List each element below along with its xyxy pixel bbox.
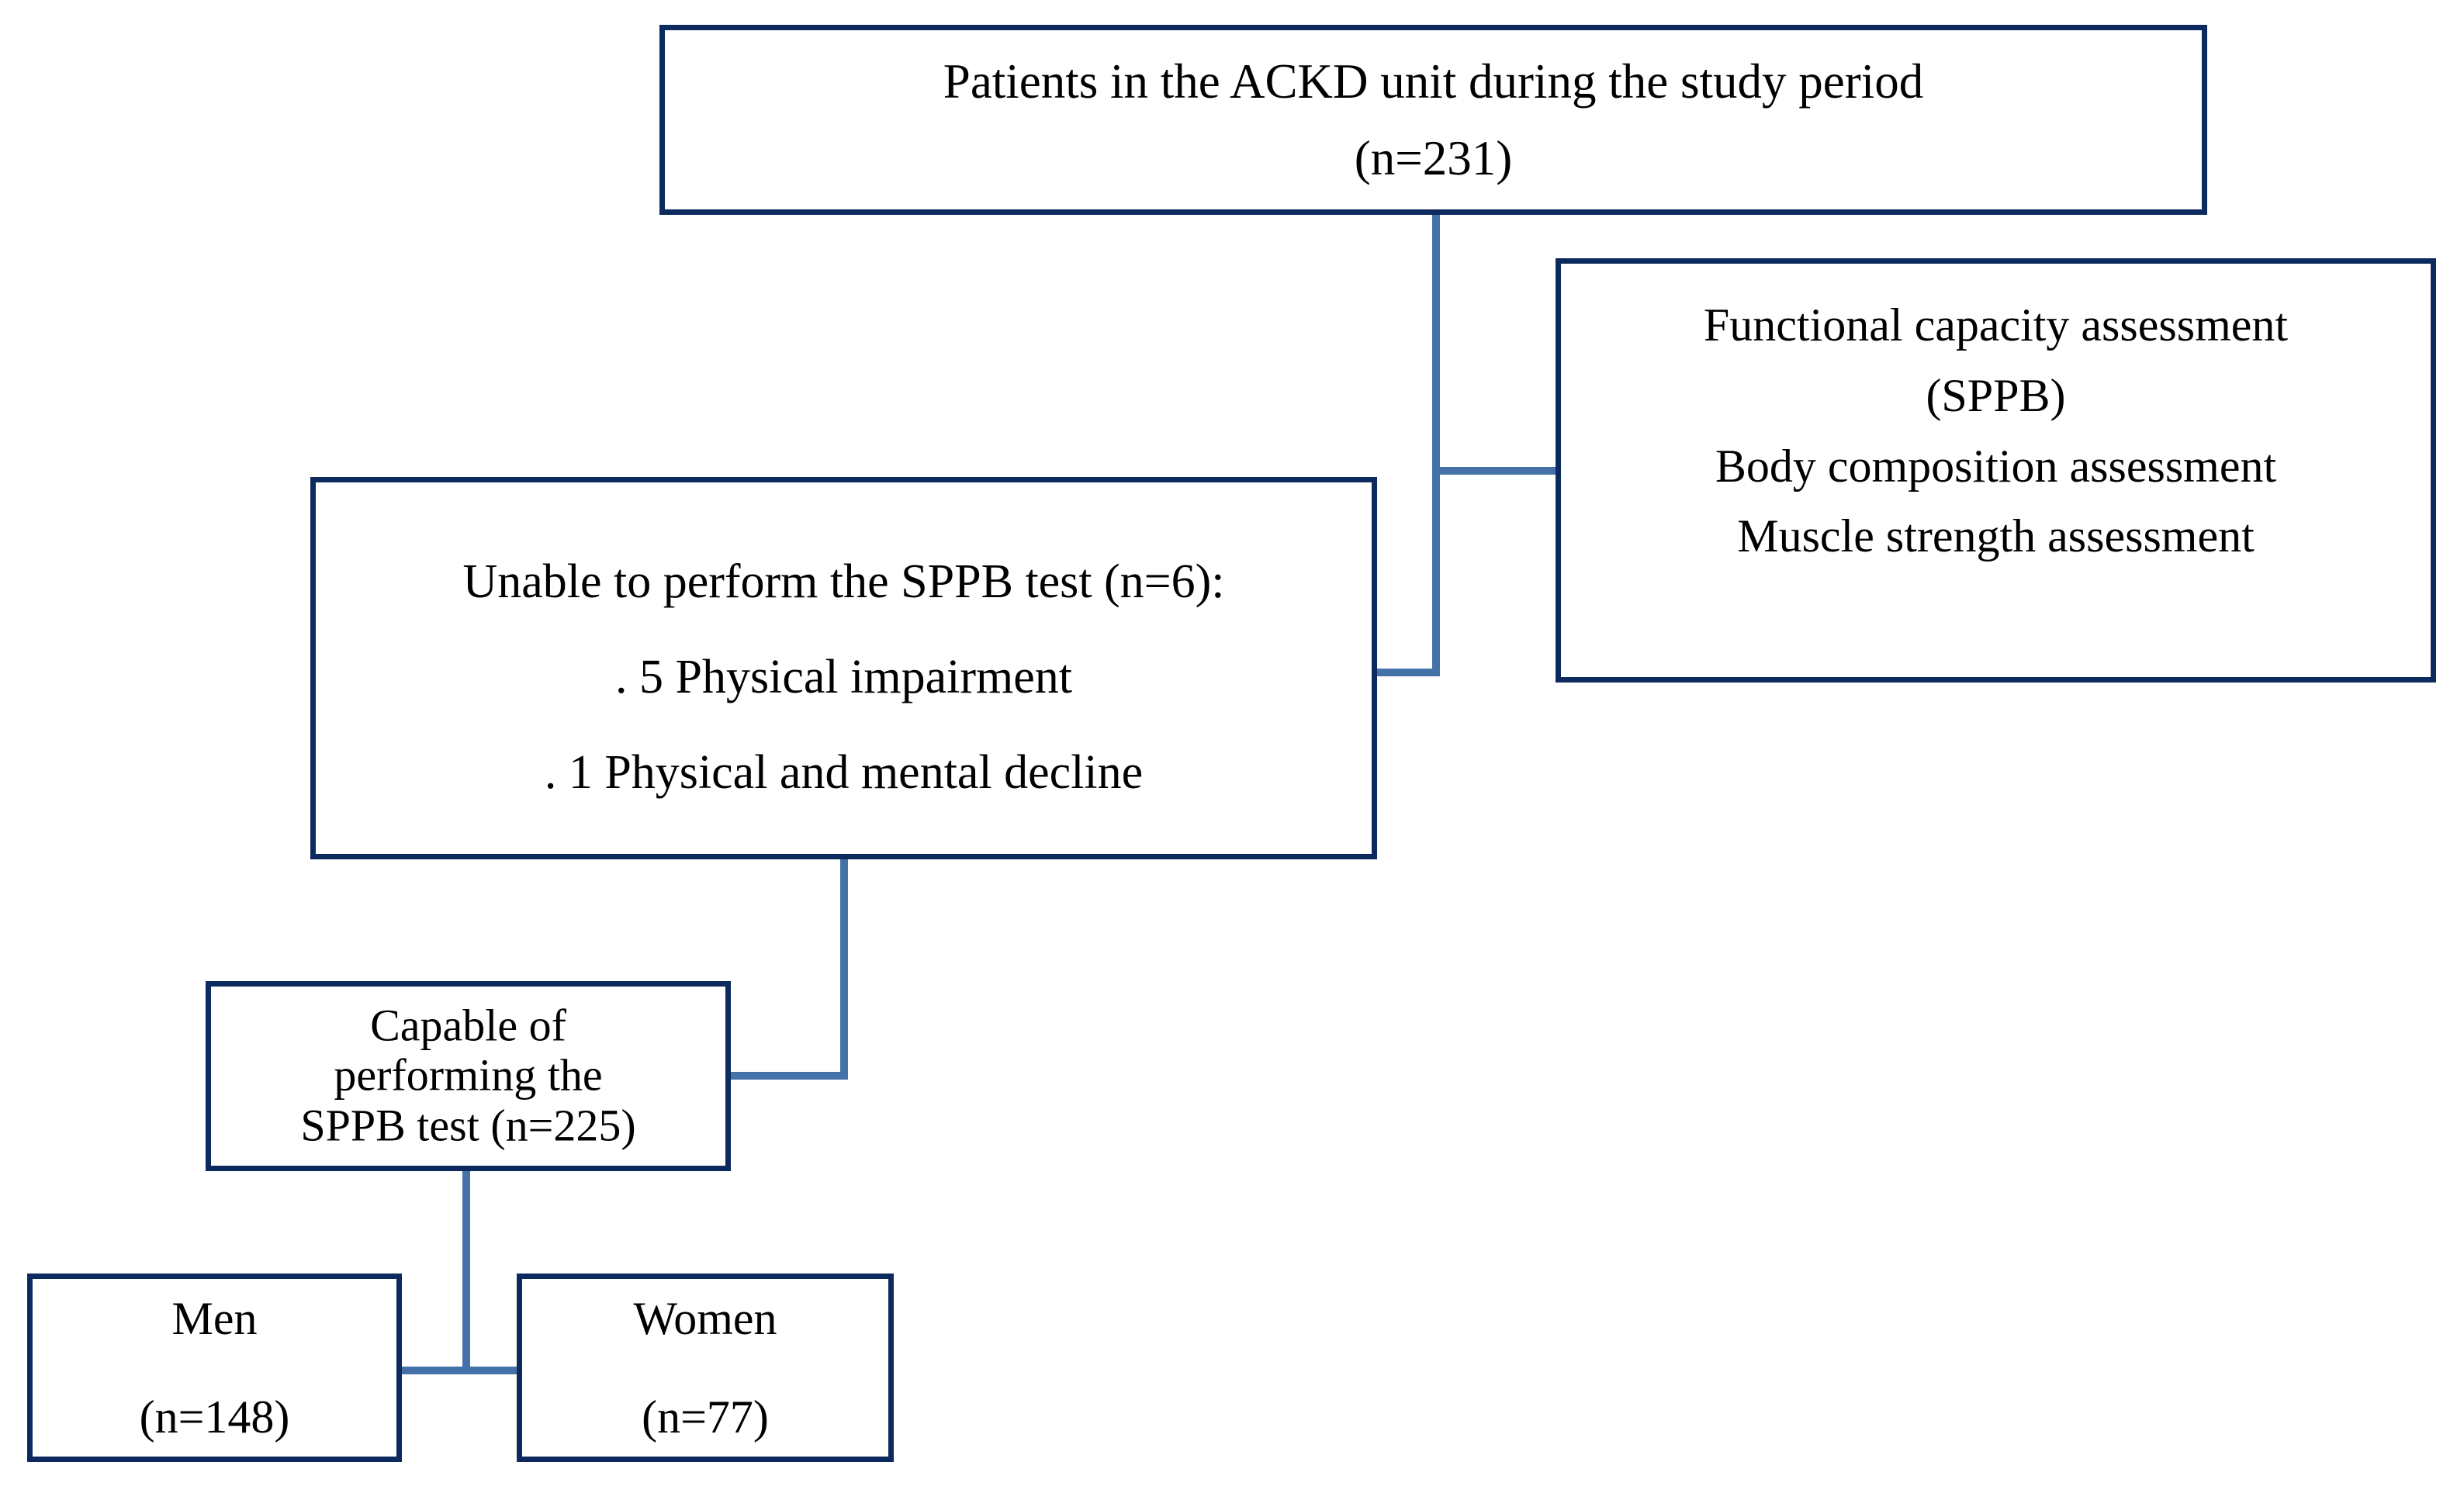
- node-assessments-line-4: Muscle strength assessment: [1737, 510, 2255, 562]
- node-assessments-line-2: (SPPB): [1926, 369, 2066, 421]
- node-assessments-line-1: Functional capacity assessment: [1703, 299, 2289, 351]
- connector-capable-to-sex-split-vertical: [462, 1171, 470, 1374]
- node-unable-reason-1: . 5 Physical impairment: [615, 651, 1072, 704]
- node-men-label: Men: [171, 1292, 258, 1344]
- connector-enrolled-to-branch: [1432, 215, 1440, 676]
- node-women: Women (n=77): [517, 1274, 894, 1462]
- node-men: Men (n=148): [27, 1274, 402, 1462]
- node-capable-text-stack: Capable of performing the SPPB test (n=2…: [174, 1000, 763, 1152]
- node-capable-line-2: performing the: [334, 1050, 603, 1101]
- node-unable-heading: Unable to perform the SPPB test (n=6):: [462, 555, 1225, 608]
- node-capable-line-3: SPPB test (n=225): [300, 1100, 636, 1151]
- node-assessments-performed: Functional capacity assessment (SPPB) Bo…: [1556, 258, 2436, 683]
- node-assessments-line-3: Body composition assessment: [1715, 440, 2277, 492]
- node-capable-of-performing-sppb: Capable of performing the SPPB test (n=2…: [206, 981, 731, 1171]
- connector-excluded-to-capable-horizontal: [726, 1072, 848, 1080]
- node-unable-to-perform-sppb: Unable to perform the SPPB test (n=6): .…: [310, 477, 1377, 859]
- node-patients-enrolled-line-1: Patients in the ACKD unit during the stu…: [943, 54, 1924, 109]
- connector-branch-to-excluded: [1372, 669, 1438, 676]
- connector-excluded-to-capable-vertical: [840, 859, 848, 1080]
- node-patients-enrolled: Patients in the ACKD unit during the stu…: [659, 25, 2207, 215]
- connector-branch-to-assessments: [1432, 467, 1561, 475]
- node-capable-line-1: Capable of: [370, 1000, 566, 1051]
- connector-men-women-horizontal: [397, 1367, 521, 1374]
- node-patients-enrolled-count: (n=231): [1354, 130, 1513, 185]
- node-men-count: (n=148): [139, 1391, 290, 1443]
- node-women-count: (n=77): [642, 1391, 769, 1443]
- node-unable-reason-2: . 1 Physical and mental decline: [544, 746, 1144, 800]
- node-women-label: Women: [633, 1292, 777, 1344]
